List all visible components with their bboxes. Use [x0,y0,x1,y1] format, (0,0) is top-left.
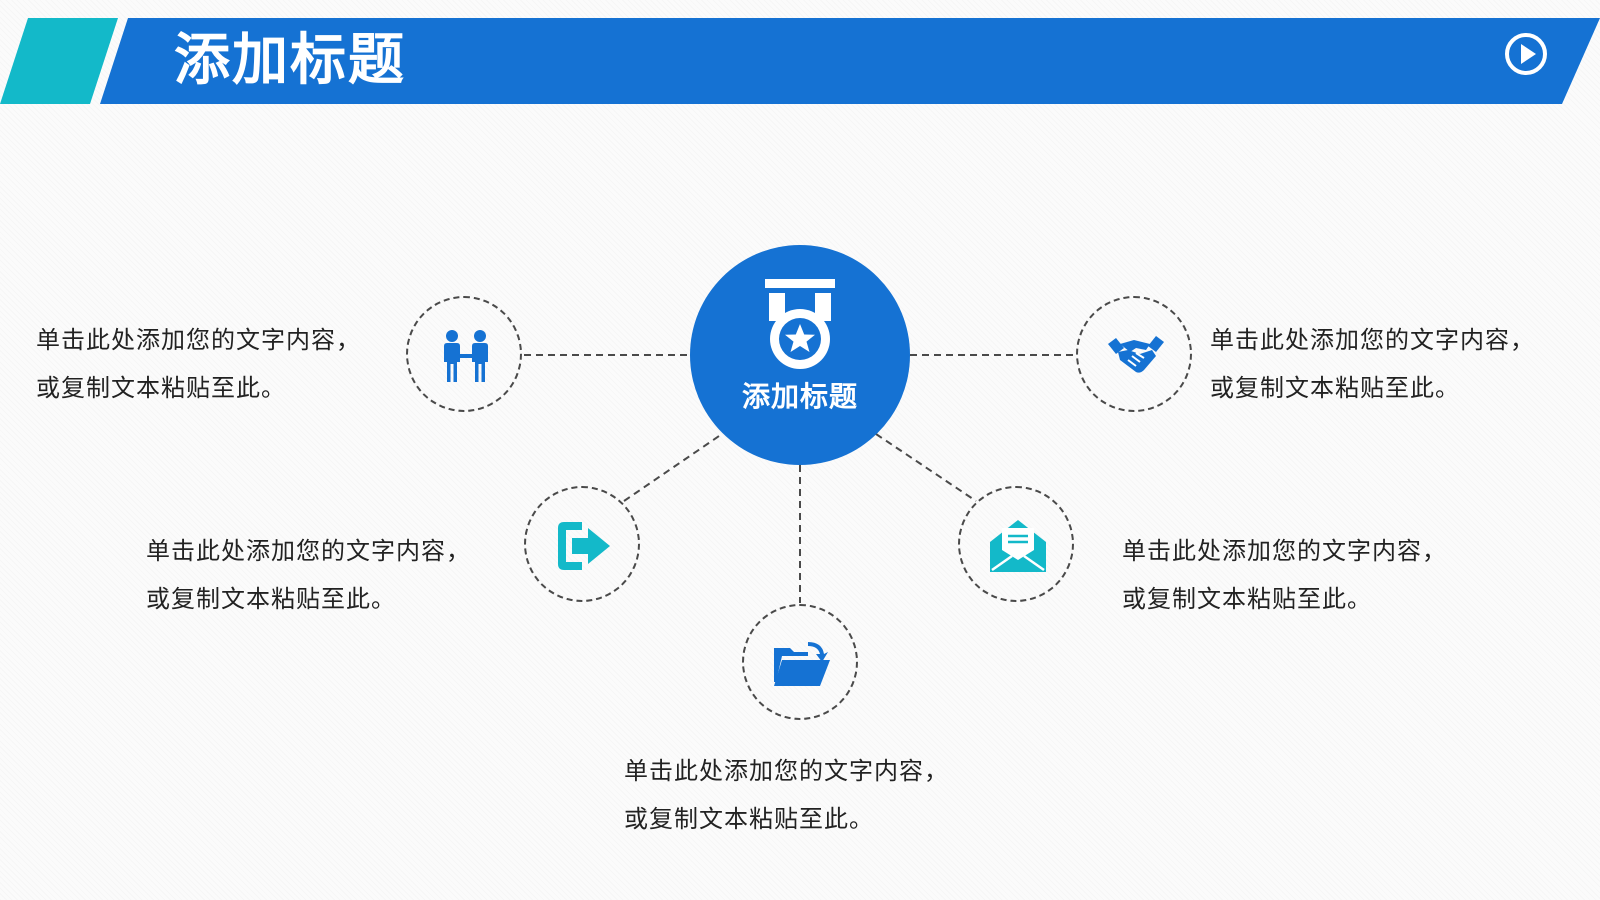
node-text-line: 单击此处添加您的文字内容， [146,537,471,565]
hub-label: 添加标题 [741,380,858,413]
node-text-line: 单击此处添加您的文字内容， [1122,537,1447,565]
handshake-icon [1108,336,1164,373]
node-text-line: 或复制文本粘贴至此。 [36,374,286,402]
node-text-line: 单击此处添加您的文字内容， [1210,326,1535,354]
node-text-people: 单击此处添加您的文字内容， 或复制文本粘贴至此。 [36,316,361,412]
node-text-line: 或复制文本粘贴至此。 [146,585,396,613]
node-folder[interactable] [742,604,858,720]
node-text-line: 单击此处添加您的文字内容， [36,326,361,354]
node-text-exit: 单击此处添加您的文字内容， 或复制文本粘贴至此。 [146,527,471,623]
play-icon [1505,33,1547,75]
node-text-line: 单击此处添加您的文字内容， [624,757,949,785]
play-button[interactable] [1504,32,1548,76]
people-icon [444,330,488,382]
node-people[interactable] [406,296,522,412]
node-text-folder: 单击此处添加您的文字内容， 或复制文本粘贴至此。 [624,747,949,843]
node-text-mail: 单击此处添加您的文字内容， 或复制文本粘贴至此。 [1122,527,1447,623]
node-exit[interactable] [524,486,640,602]
node-text-line: 或复制文本粘贴至此。 [1210,374,1460,402]
central-hub[interactable]: 添加标题 [690,245,910,465]
node-text-handshake: 单击此处添加您的文字内容， 或复制文本粘贴至此。 [1210,316,1535,412]
node-handshake[interactable] [1076,296,1192,412]
folder-icon [774,642,830,686]
node-mail[interactable] [958,486,1074,602]
page-title: 添加标题 [174,28,406,93]
medal-icon [765,279,835,369]
node-text-line: 或复制文本粘贴至此。 [624,805,874,833]
exit-icon [558,522,610,570]
node-text-line: 或复制文本粘贴至此。 [1122,585,1372,613]
header-band [100,18,1600,104]
mail-icon [990,520,1046,572]
